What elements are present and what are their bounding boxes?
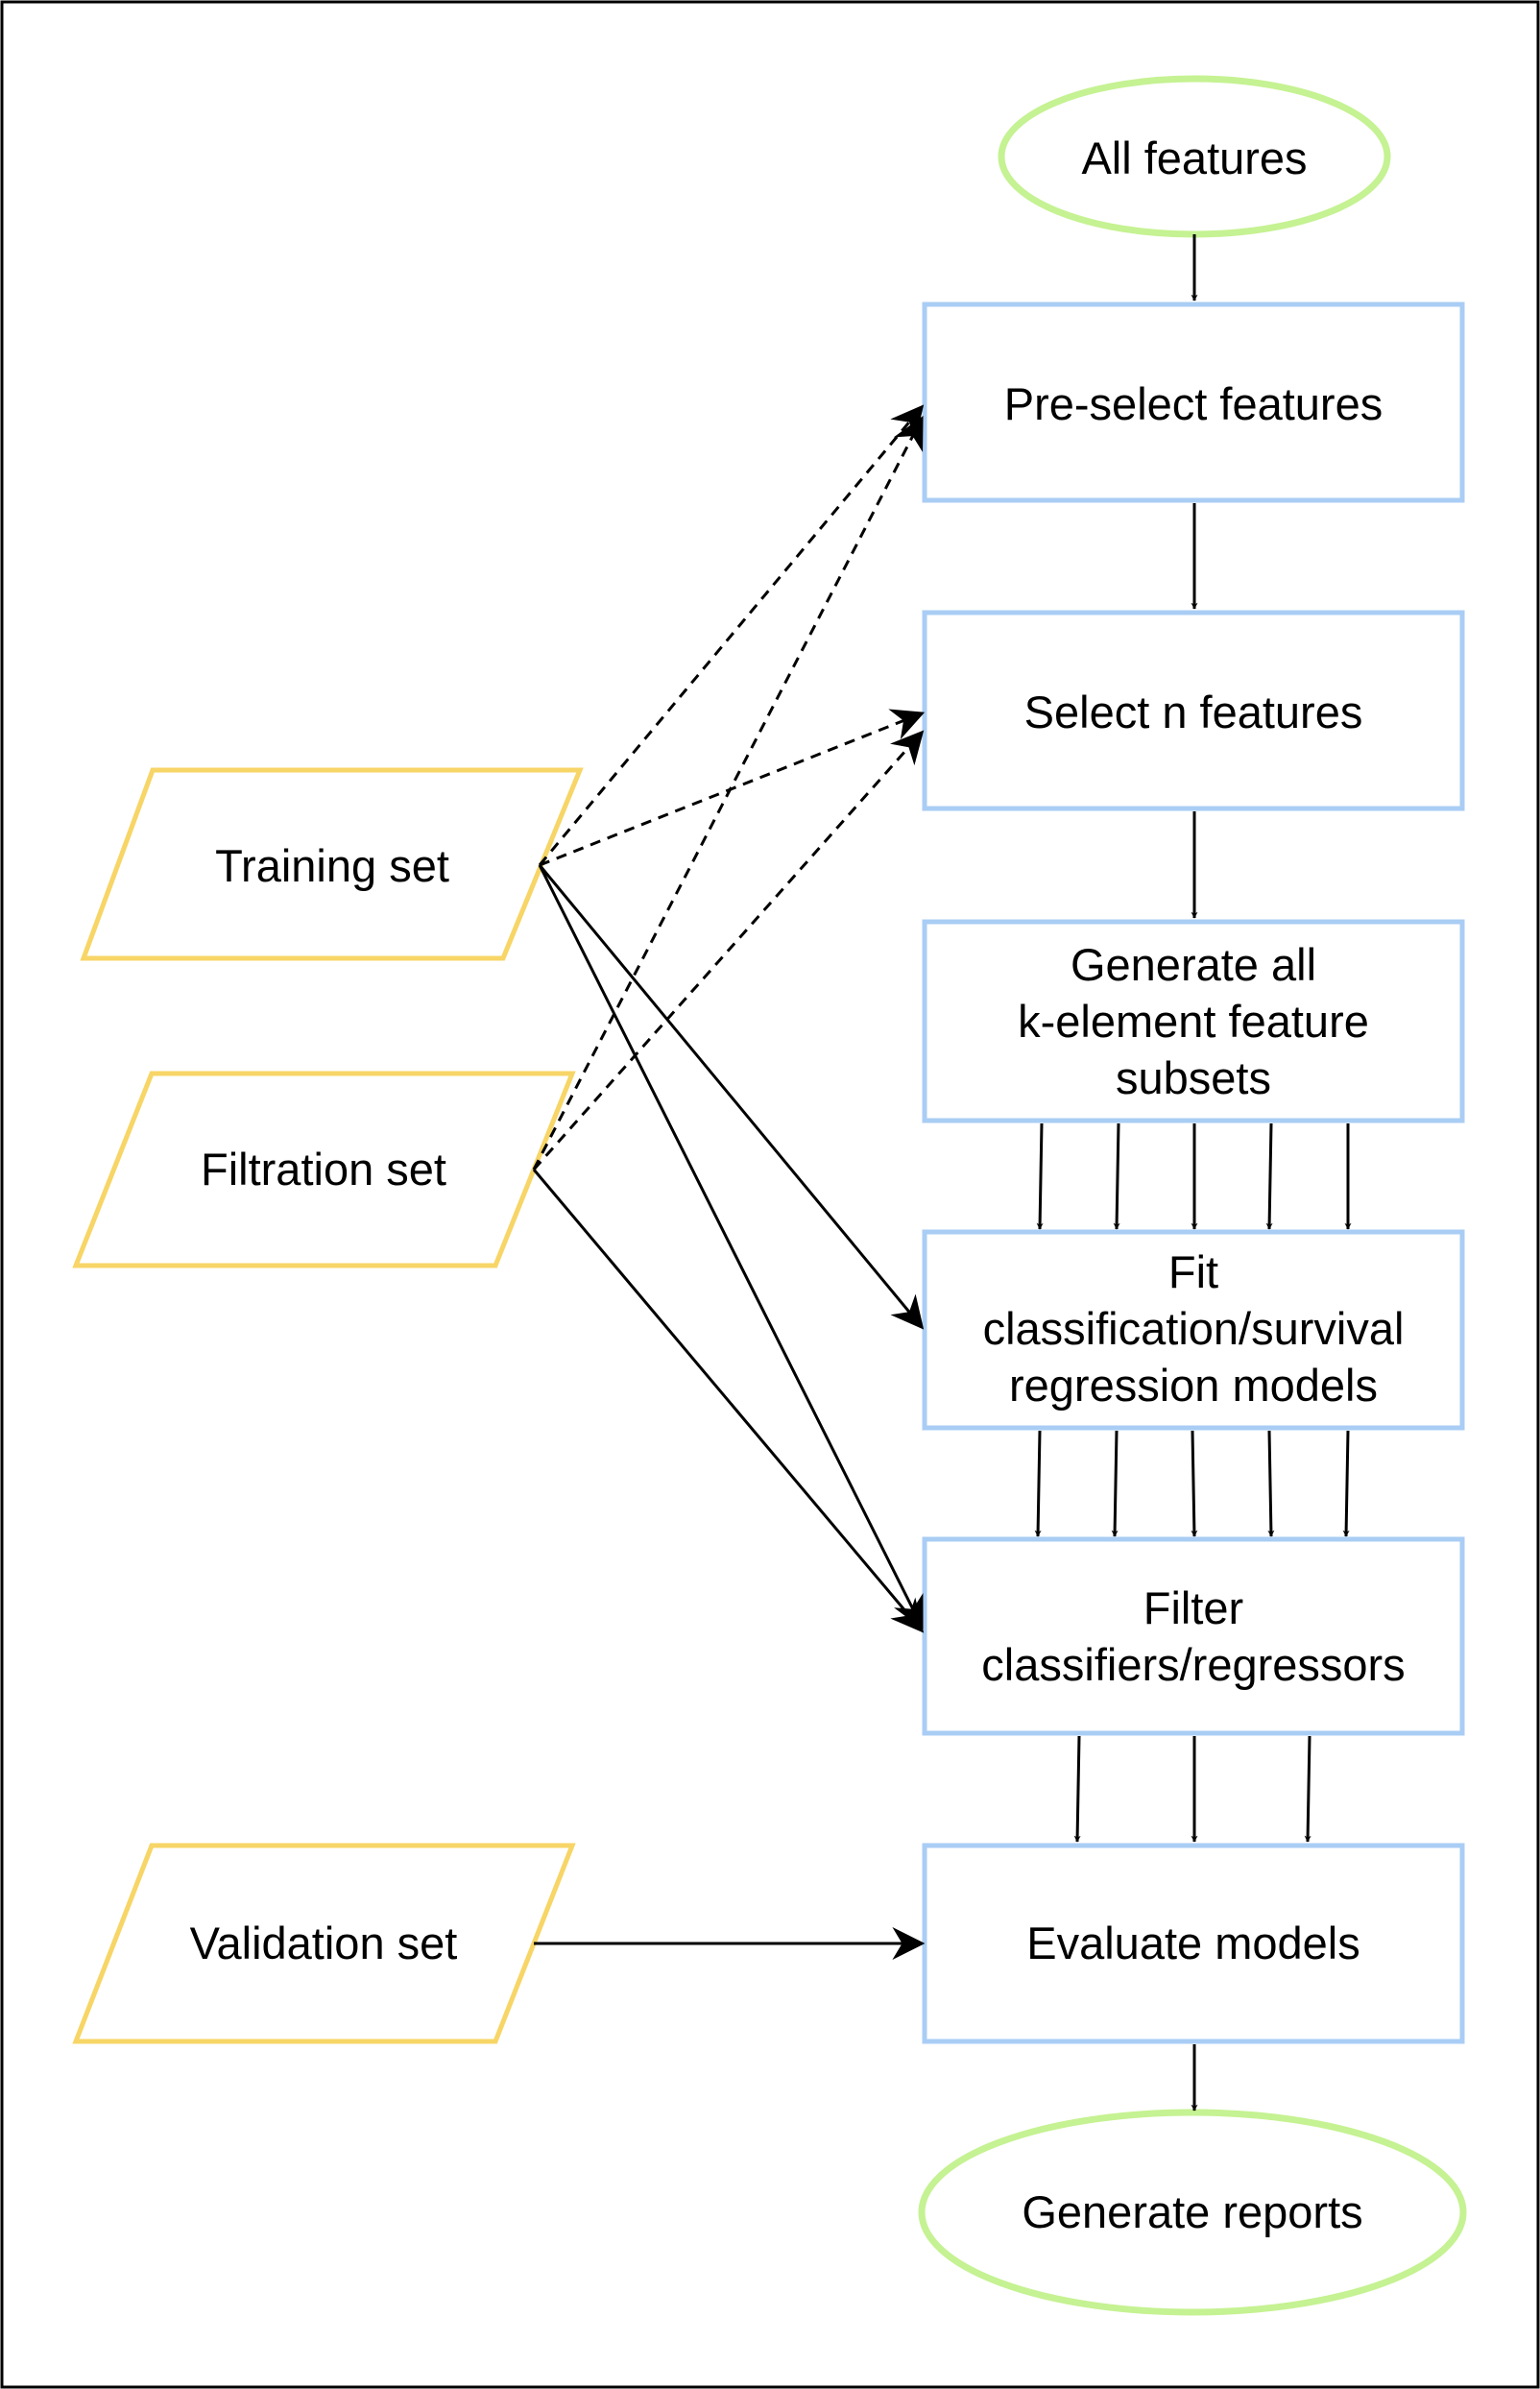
evaluate-label: Evaluate models <box>925 1915 1462 1971</box>
edge-filtration-to-preselect <box>532 415 924 1170</box>
evaluate-node <box>922 1843 1465 2044</box>
filter-node <box>922 1536 1465 1736</box>
select-n-label: Select n features <box>925 684 1462 740</box>
generate-subsets-label: Generate all k-element feature subsets <box>925 936 1462 1106</box>
reports-label: Generate reports <box>924 2184 1461 2240</box>
node-shapes <box>72 75 1467 2316</box>
edge-filtration-to-filter <box>532 1169 925 1633</box>
edge-filtration-to-select <box>532 730 925 1170</box>
generate-subsets-node <box>922 919 1465 1123</box>
select-n-node <box>922 610 1465 811</box>
edge-generate-to-fit-4 <box>1265 1122 1273 1230</box>
generate-subsets-line-3: subsets <box>1116 1052 1271 1103</box>
edge-generate-to-fit-1 <box>1036 1122 1044 1230</box>
filter-line-2: classifiers/regressors <box>981 1639 1406 1690</box>
training-set-text: Training set <box>215 840 449 891</box>
validation-set-text: Validation set <box>189 1918 458 1968</box>
all-features-label: All features <box>1002 130 1386 186</box>
reports-node <box>918 2109 1467 2316</box>
edge-generate-to-fit-2 <box>1113 1122 1120 1230</box>
edge-fit-to-filter-4 <box>1267 1430 1275 1537</box>
edge-fit-to-filter-1 <box>1034 1430 1042 1537</box>
training-set-node <box>80 767 584 961</box>
all-features-text: All features <box>1081 133 1308 183</box>
generate-subsets-line-2: k-element feature <box>1018 996 1369 1047</box>
filtration-set-label: Filtration set <box>103 1141 544 1197</box>
edge-fit-to-filter-5 <box>1342 1430 1350 1537</box>
edge-training-to-fit <box>538 864 925 1330</box>
edge-training-to-filter <box>538 864 924 1630</box>
filter-label: Filter classifiers/regressors <box>925 1580 1462 1693</box>
fit-models-label: Fit classification/survival regression m… <box>925 1243 1462 1413</box>
evaluate-text: Evaluate models <box>1026 1918 1360 1968</box>
fit-models-line-1: Fit <box>1167 1246 1219 1297</box>
select-n-text: Select n features <box>1023 687 1363 737</box>
reports-text: Generate reports <box>1022 2186 1363 2237</box>
edge-training-to-preselect <box>538 404 925 866</box>
filtration-set-node <box>72 1071 576 1268</box>
fit-models-node <box>922 1229 1465 1431</box>
edge-fit-to-filter-3 <box>1191 1430 1198 1537</box>
preselect-text: Pre-select features <box>1003 378 1384 429</box>
training-set-label: Training set <box>111 837 553 894</box>
fit-models-line-2: classification/survival <box>982 1303 1405 1354</box>
preselect-label: Pre-select features <box>925 375 1462 432</box>
edges <box>532 234 1352 2111</box>
validation-set-label: Validation set <box>103 1915 544 1971</box>
preselect-node <box>922 302 1465 503</box>
fit-models-line-3: regression models <box>1008 1360 1378 1411</box>
edge-filter-to-evaluate-3 <box>1304 1735 1311 1843</box>
filtration-set-text: Filtration set <box>201 1144 446 1194</box>
edge-fit-to-filter-2 <box>1111 1430 1119 1537</box>
validation-set-node <box>72 1843 576 2044</box>
generate-subsets-line-1: Generate all <box>1070 939 1317 990</box>
filter-line-1: Filter <box>1143 1582 1244 1633</box>
edge-filter-to-evaluate-1 <box>1073 1735 1081 1843</box>
